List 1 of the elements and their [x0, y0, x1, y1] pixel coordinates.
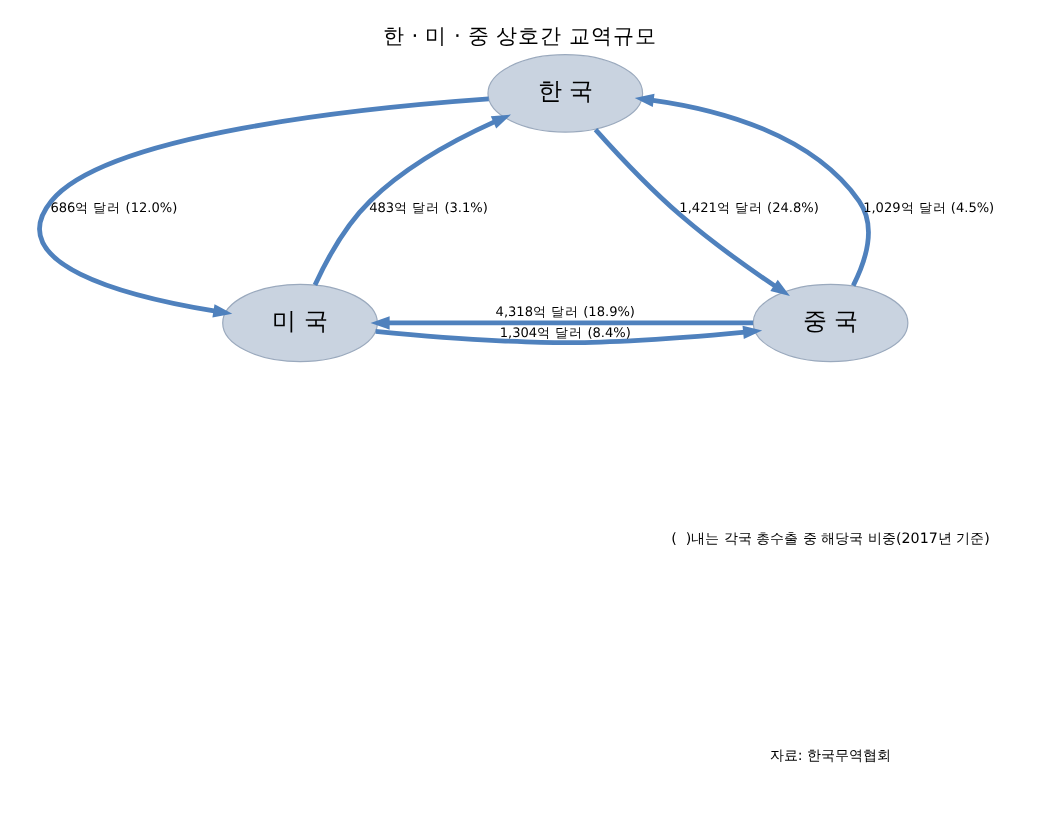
diagram-title: 한 · 미 · 중 상호간 교역규모 — [382, 23, 658, 50]
